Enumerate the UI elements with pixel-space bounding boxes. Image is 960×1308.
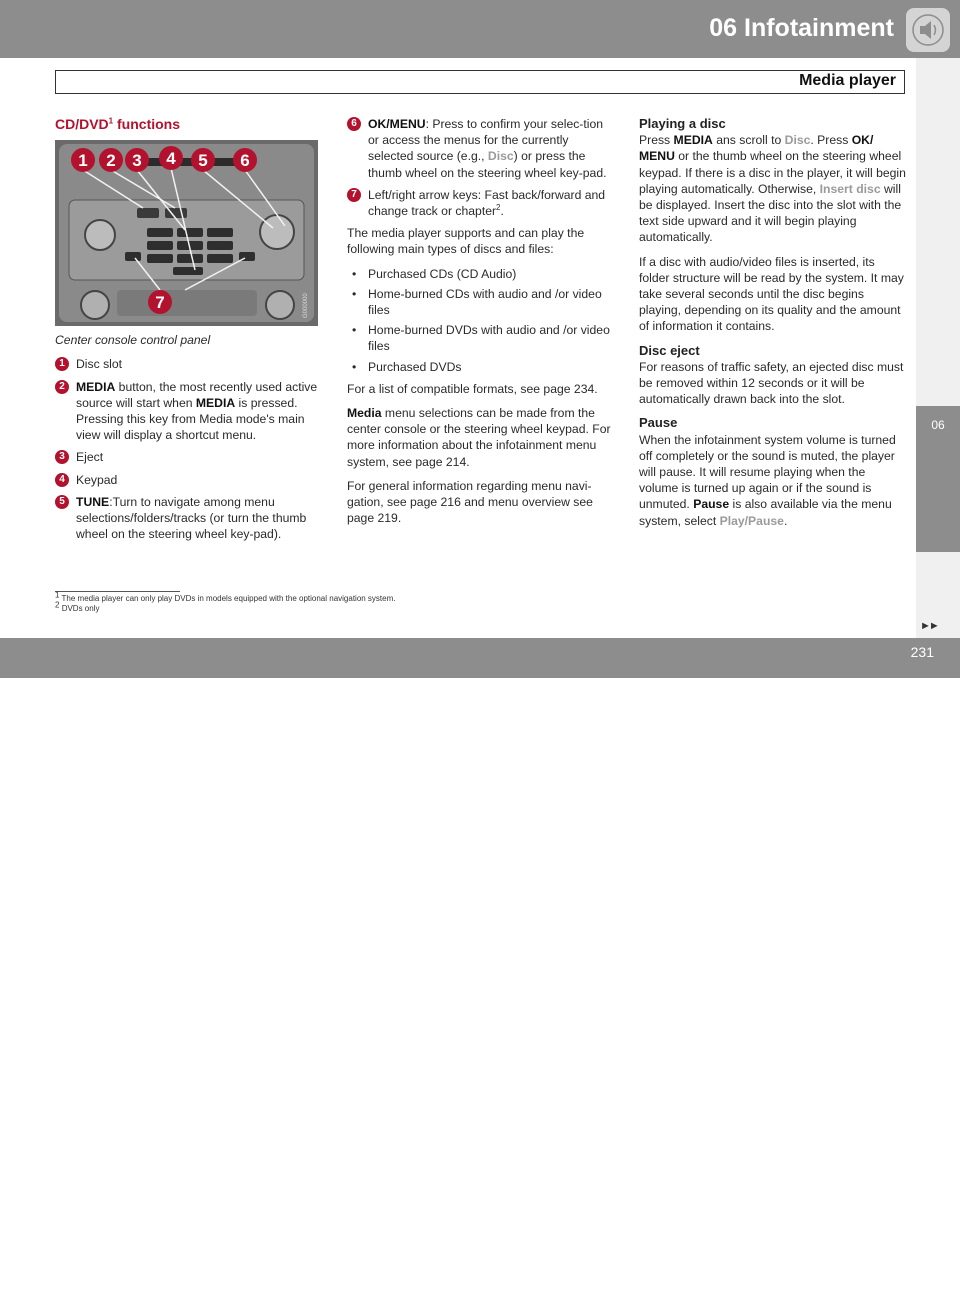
callout-marker: 2 xyxy=(55,379,69,394)
bullet-item: Purchased CDs (CD Audio) xyxy=(347,266,611,282)
list-item: 6 OK/MENU: Press to confirm your selec-t… xyxy=(347,116,611,181)
section-title-bar: Media player xyxy=(55,70,905,94)
svg-text:2: 2 xyxy=(106,151,115,170)
section-title: Media player xyxy=(799,72,896,89)
bullet-item: Purchased DVDs xyxy=(347,359,611,375)
callout-marker: 6 xyxy=(347,117,361,131)
paragraph: Media menu selections can be made from t… xyxy=(347,406,611,469)
chapter-header: 06 Infotainment xyxy=(0,0,960,58)
paragraph: When the infotainment system volume is t… xyxy=(639,432,896,528)
svg-text:3: 3 xyxy=(132,151,141,170)
column-1: CD/DVD1 functions xyxy=(55,116,320,548)
figure-callout-7: 7 xyxy=(148,290,172,315)
speaker-icon xyxy=(906,8,950,52)
svg-text:1: 1 xyxy=(78,151,87,170)
section-heading: CD/DVD1 functions xyxy=(55,116,181,132)
footnote: 1 The media player can only play DVDs in… xyxy=(55,590,396,603)
paragraph: For a list of compatible formats, see pa… xyxy=(347,381,598,396)
svg-text:4: 4 xyxy=(166,149,176,168)
footnotes: 1 The media player can only play DVDs in… xyxy=(55,590,396,614)
footnote-divider xyxy=(55,591,180,592)
subheading: Playing a disc xyxy=(639,116,726,131)
column-2: 6 OK/MENU: Press to confirm your selec-t… xyxy=(347,116,611,534)
chapter-title: 06 Infotainment xyxy=(709,14,894,42)
callout-marker: 3 xyxy=(55,450,69,465)
figure-reference-code: G000000 xyxy=(303,293,309,318)
paragraph: If a disc with audio/video files is inse… xyxy=(639,254,904,334)
figure-caption: Center console control panel xyxy=(55,333,211,348)
bullet-item: Home-burned CDs with audio and /or video… xyxy=(347,286,611,318)
disc-type-list: Purchased CDs (CD Audio) Home-burned CDs… xyxy=(347,266,611,375)
subheading: Disc eject xyxy=(639,342,700,358)
next-page-arrows-icon[interactable]: ►► xyxy=(920,620,940,632)
chapter-tab[interactable]: 06 xyxy=(916,406,960,552)
bullet-item: Home-burned DVDs with audio and /or vide… xyxy=(347,322,611,354)
paragraph: For general information regarding menu n… xyxy=(347,478,593,526)
svg-text:7: 7 xyxy=(155,293,164,312)
chapter-tab-label: 06 xyxy=(931,418,945,432)
page-footer: carmanualsonline.info 231 xyxy=(0,638,960,1307)
subheading: Pause xyxy=(639,415,678,431)
paragraph: Press MEDIA ans scroll to Disc. Press OK… xyxy=(639,133,906,245)
figure-callout-4: 4 xyxy=(159,146,183,171)
list-item: 1 Disc slot xyxy=(55,356,320,372)
figure-callout-1: 1 xyxy=(71,148,95,173)
column-3: Playing a disc Press MEDIA ans scroll to… xyxy=(639,116,907,537)
callout-marker: 4 xyxy=(55,472,69,487)
list-item: 3 Eject xyxy=(55,449,320,465)
watermark: carmanualsonline.info xyxy=(548,1282,784,1307)
figure-callout-2: 2 xyxy=(99,148,123,173)
list-item: 2 MEDIA button, the most recently used a… xyxy=(55,379,320,444)
figure-callout-5: 5 xyxy=(191,148,215,173)
callout-marker: 1 xyxy=(55,357,69,372)
list-item: 7 Left/right arrow keys: Fast back/forwa… xyxy=(347,187,611,219)
paragraph: The media player supports and can play t… xyxy=(347,226,585,257)
footnote: 2 DVDs only xyxy=(55,600,100,613)
paragraph: For reasons of traffic safety, an ejecte… xyxy=(639,359,904,407)
figure-callout-3: 3 xyxy=(125,148,149,173)
callout-marker: 5 xyxy=(55,494,69,509)
figure-callout-6: 6 xyxy=(233,148,257,173)
svg-text:5: 5 xyxy=(198,151,207,170)
svg-text:6: 6 xyxy=(240,151,249,170)
callout-marker: 7 xyxy=(347,187,361,202)
list-item: 5 TUNE:Turn to navigate among menu selec… xyxy=(55,494,320,543)
page-number: 231 xyxy=(910,644,934,660)
list-item: 4 Keypad xyxy=(55,472,320,488)
